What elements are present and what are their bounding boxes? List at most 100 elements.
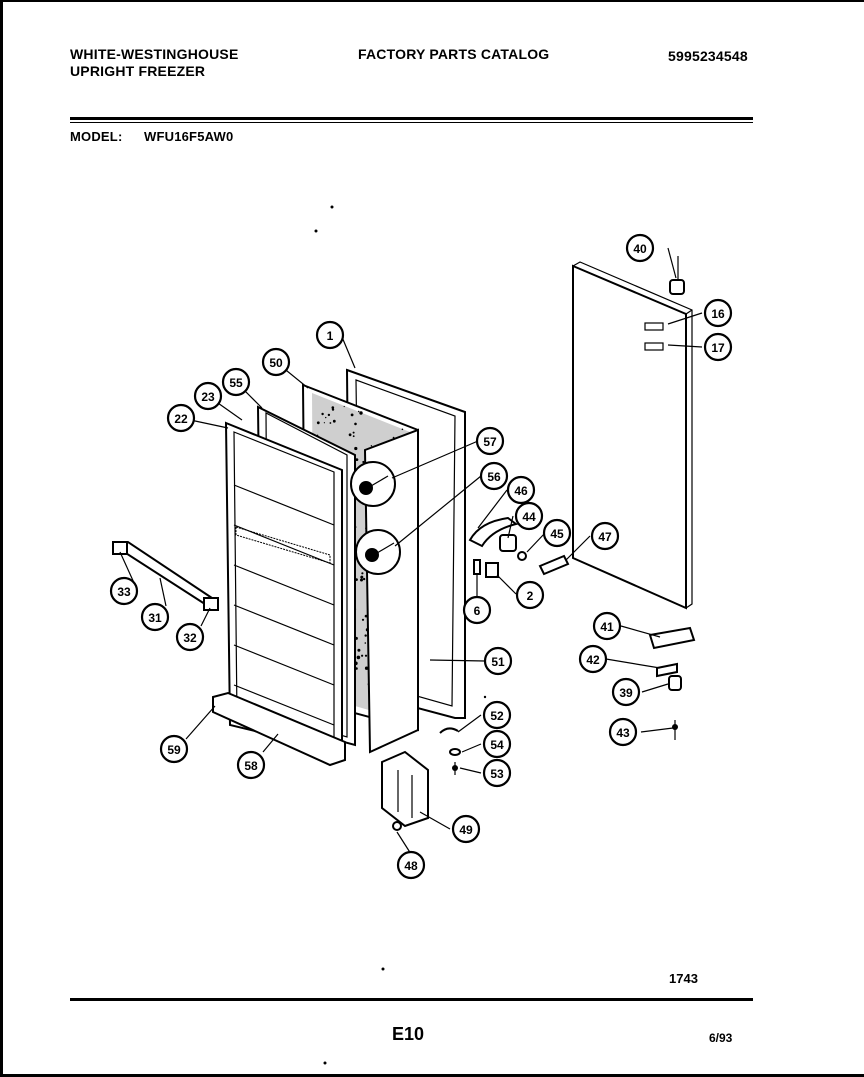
callout-16: 16 <box>703 298 733 328</box>
callout-49: 49 <box>451 814 481 844</box>
callout-45: 45 <box>542 518 572 548</box>
speckle <box>360 578 363 582</box>
hinge-bushing-top <box>669 279 685 295</box>
callout-40: 40 <box>625 233 655 263</box>
callout-number: 52 <box>490 709 504 723</box>
callout-number: 47 <box>598 530 612 544</box>
callout-59: 59 <box>159 734 189 764</box>
speckle <box>352 435 355 438</box>
callout-52: 52 <box>482 700 512 730</box>
speckle <box>332 419 336 423</box>
callout-32: 32 <box>175 622 205 652</box>
door-slot-upper <box>644 322 664 331</box>
speckle <box>350 413 354 417</box>
callout-number: 39 <box>619 686 633 700</box>
page-border-top <box>0 0 864 2</box>
speckle <box>361 572 364 575</box>
speckle <box>361 654 364 657</box>
callout-1: 1 <box>315 320 345 350</box>
callout-42: 42 <box>578 644 608 674</box>
speckle <box>352 431 355 434</box>
lower-hardware <box>381 727 461 831</box>
callout-number: 31 <box>148 611 162 625</box>
door-slot-lower <box>644 342 664 351</box>
callout-number: 48 <box>404 859 418 873</box>
page-code: E10 <box>392 1024 425 1044</box>
callout-number: 56 <box>487 470 501 484</box>
door-shelves <box>233 484 335 726</box>
callout-41: 41 <box>592 611 622 641</box>
print-speck <box>314 229 318 233</box>
callout-31: 31 <box>140 602 170 632</box>
page-border-bottom <box>0 1074 864 1077</box>
speckle <box>364 642 367 644</box>
retainer-end-right <box>203 597 219 611</box>
callout-22: 22 <box>166 403 196 433</box>
callout-number: 46 <box>514 484 528 498</box>
speckle <box>370 445 373 447</box>
model-number: WFU16F5AW0 <box>144 129 234 144</box>
footer-rule <box>70 998 753 1001</box>
callout-23: 23 <box>193 381 223 411</box>
callout-number: 16 <box>711 307 725 321</box>
callout-46: 46 <box>506 475 536 505</box>
clip-6 <box>473 559 481 575</box>
callout-54: 54 <box>482 729 512 759</box>
callout-17: 17 <box>703 332 733 362</box>
callout-number: 50 <box>269 356 283 370</box>
speckle <box>348 433 352 437</box>
callout-number: 6 <box>474 604 481 618</box>
callout-number: 54 <box>490 738 504 752</box>
speckle <box>361 618 365 621</box>
speckle <box>355 458 359 461</box>
page-border-left <box>0 0 3 1077</box>
callout-number: 22 <box>174 412 188 426</box>
speckle <box>364 634 367 637</box>
hinge-assembly-bottom <box>648 626 696 740</box>
door-bottom-trim <box>212 691 346 767</box>
speckle <box>321 412 324 416</box>
callout-50: 50 <box>261 347 291 377</box>
callout-56: 56 <box>479 461 509 491</box>
speckle <box>323 422 325 424</box>
callout-51: 51 <box>483 646 513 676</box>
callout-number: 55 <box>229 376 243 390</box>
model-label: MODEL: <box>70 129 123 144</box>
callout-number: 32 <box>183 631 197 645</box>
retainer-end-left <box>112 541 128 555</box>
print-speck <box>330 205 334 209</box>
speckle <box>364 666 369 670</box>
callout-number: 1 <box>327 329 334 343</box>
header-rule-thin <box>70 122 753 123</box>
shelf-retainer-bar <box>112 540 219 611</box>
speckle <box>316 421 320 425</box>
print-date: 6/93 <box>709 1031 733 1045</box>
callout-53: 53 <box>482 758 512 788</box>
callout-number: 45 <box>550 527 564 541</box>
speckle <box>354 446 358 451</box>
callout-44: 44 <box>514 501 544 531</box>
speckle <box>343 405 345 408</box>
speckle <box>362 577 366 581</box>
catalog-number: 5995234548 <box>668 48 748 64</box>
speckle <box>358 410 360 413</box>
callout-43: 43 <box>608 717 638 747</box>
speckle <box>325 416 327 419</box>
catalog-title: FACTORY PARTS CATALOG <box>358 46 550 62</box>
speckle <box>362 460 365 464</box>
lock-key-47 <box>538 554 570 576</box>
header-rule-thick <box>70 117 753 120</box>
callout-number: 53 <box>490 767 504 781</box>
speckle <box>356 655 361 660</box>
callout-number: 40 <box>633 242 647 256</box>
callout-33: 33 <box>109 576 139 606</box>
speckle <box>360 575 364 579</box>
speckle <box>364 654 368 657</box>
callout-number: 2 <box>527 589 534 603</box>
callout-48: 48 <box>396 850 426 880</box>
callout-number: 23 <box>201 390 215 404</box>
screw-48 <box>392 821 402 831</box>
